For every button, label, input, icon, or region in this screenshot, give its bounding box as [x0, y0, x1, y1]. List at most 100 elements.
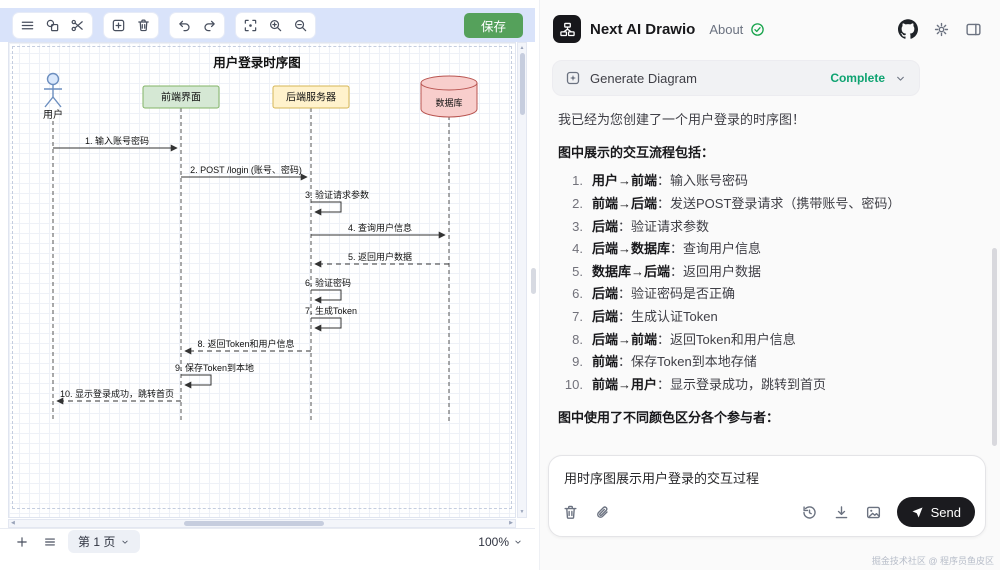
- gear-icon[interactable]: [933, 21, 950, 38]
- message-5[interactable]: 5. 返回用户数据: [315, 251, 449, 264]
- pages-list-button[interactable]: [40, 532, 60, 552]
- diagram-canvas[interactable]: 用户登录时序图用户前端界面后端服务器数据库1. 输入账号密码2. POST /l…: [8, 42, 516, 518]
- message-7[interactable]: 7. 生成Token: [305, 305, 357, 328]
- divider-handle-icon[interactable]: [531, 268, 536, 294]
- chat-scrollbar[interactable]: [992, 248, 997, 446]
- app-title: Next AI Drawio: [590, 21, 695, 38]
- message-intro: 我已经为您创建了一个用户登录的时序图！: [558, 110, 986, 130]
- page-tab-label: 第 1 页: [78, 533, 115, 550]
- panel-divider[interactable]: [529, 0, 539, 570]
- chat-panel: Next AI Drawio About Generate Diagram Co…: [539, 0, 1000, 570]
- scissors-button[interactable]: [66, 15, 89, 36]
- svg-text:1. 输入账号密码: 1. 输入账号密码: [85, 135, 149, 146]
- app-logo-icon: [553, 15, 581, 43]
- svg-text:后端服务器: 后端服务器: [286, 91, 336, 104]
- zoom-control[interactable]: 100%: [478, 535, 523, 549]
- editor-statusbar: 第 1 页 100%: [0, 528, 535, 554]
- chat-input-actions: Send: [562, 497, 975, 527]
- vertical-scroll-thumb[interactable]: [520, 53, 525, 115]
- input-right-icons-wrap: Send: [801, 497, 975, 527]
- trash-icon: [562, 504, 579, 521]
- zoom-out-button[interactable]: [289, 15, 312, 36]
- paperclip-icon: [594, 504, 611, 521]
- participant-database[interactable]: 数据库: [421, 76, 477, 117]
- input-left-icons: [562, 504, 626, 521]
- scroll-down-icon[interactable]: ▼: [518, 508, 526, 516]
- toolbar-group: [169, 12, 225, 39]
- add-shape-button[interactable]: [107, 15, 130, 36]
- about-link[interactable]: About: [709, 22, 743, 37]
- menu-button[interactable]: [16, 15, 39, 36]
- flow-steps: 1.用户→前端：输入账号密码2.前端→后端：发送POST登录请求（携带账号、密码…: [558, 171, 986, 395]
- svg-text:3. 验证请求参数: 3. 验证请求参数: [305, 189, 369, 200]
- image-icon: [865, 504, 882, 521]
- svg-text:5. 返回用户数据: 5. 返回用户数据: [348, 251, 412, 262]
- flow-step: 4.后端→数据库：查询用户信息: [558, 239, 986, 259]
- zoom-in-button[interactable]: [264, 15, 287, 36]
- svg-text:8. 返回Token和用户信息: 8. 返回Token和用户信息: [197, 338, 294, 349]
- editor-toolbar-groups: [12, 12, 316, 39]
- toolbar-group: [103, 12, 159, 39]
- send-plane-icon: [911, 506, 924, 519]
- message-3[interactable]: 3. 验证请求参数: [305, 189, 369, 212]
- horizontal-scroll-thumb[interactable]: [184, 521, 324, 526]
- message-8[interactable]: 8. 返回Token和用户信息: [185, 338, 311, 351]
- svg-text:4. 查询用户信息: 4. 查询用户信息: [348, 222, 412, 233]
- flow-step: 7.后端：生成认证Token: [558, 307, 986, 327]
- canvas-horizontal-scrollbar[interactable]: ◀ ▶: [8, 519, 516, 528]
- message-9[interactable]: 9. 保存Token到本地: [175, 362, 254, 385]
- send-button-label: Send: [931, 505, 961, 520]
- message-10[interactable]: 10. 显示登录成功，跳转首页: [57, 388, 181, 401]
- trash-button[interactable]: [132, 15, 155, 36]
- svg-text:9. 保存Token到本地: 9. 保存Token到本地: [175, 362, 254, 373]
- participant-backend[interactable]: 后端服务器: [273, 86, 349, 108]
- send-button[interactable]: Send: [897, 497, 975, 527]
- participant-frontend[interactable]: 前端界面: [143, 86, 219, 108]
- colors-heading: 图中使用了不同颜色区分各个参与者：: [558, 408, 986, 428]
- chat-header: Next AI Drawio About: [540, 0, 1000, 52]
- undo-button[interactable]: [173, 15, 196, 36]
- paperclip-button[interactable]: [594, 504, 611, 521]
- header-actions: [898, 19, 982, 39]
- tool-card-label: Generate Diagram: [590, 71, 697, 86]
- generate-diagram-card[interactable]: Generate Diagram Complete: [552, 60, 920, 96]
- input-right-icons: [801, 504, 897, 521]
- panel-toggle-icon[interactable]: [965, 21, 982, 38]
- scroll-right-icon[interactable]: ▶: [509, 520, 513, 527]
- canvas-vertical-scrollbar[interactable]: ▲ ▼: [517, 42, 527, 518]
- add-page-button[interactable]: [12, 532, 32, 552]
- watermark: 掘金技术社区 @ 程序员鱼皮区: [872, 554, 994, 567]
- toolbar-group: [235, 12, 316, 39]
- message-6[interactable]: 6. 验证密码: [305, 277, 351, 300]
- chat-input-card[interactable]: 用时序图展示用户登录的交互过程 Send: [548, 455, 986, 537]
- sequence-diagram: 用户登录时序图用户前端界面后端服务器数据库1. 输入账号密码2. POST /l…: [9, 43, 515, 517]
- flow-step: 8.后端→前端：返回Token和用户信息: [558, 330, 986, 350]
- page-tab[interactable]: 第 1 页: [68, 530, 140, 553]
- history-button[interactable]: [801, 504, 818, 521]
- fit-view-button[interactable]: [239, 15, 262, 36]
- undo-icon: [177, 18, 192, 33]
- zoom-in-icon: [268, 18, 283, 33]
- download-icon: [833, 504, 850, 521]
- svg-text:10. 显示登录成功，跳转首页: 10. 显示登录成功，跳转首页: [60, 388, 174, 399]
- chat-input[interactable]: 用时序图展示用户登录的交互过程: [549, 456, 985, 487]
- chevron-down-icon: [894, 72, 907, 85]
- shapes-button[interactable]: [41, 15, 64, 36]
- save-button[interactable]: 保存: [464, 13, 523, 38]
- message-4[interactable]: 4. 查询用户信息: [311, 222, 445, 235]
- participant-user[interactable]: 用户: [43, 74, 63, 122]
- flow-step: 10.前端→用户：显示登录成功，跳转到首页: [558, 375, 986, 395]
- redo-button[interactable]: [198, 15, 221, 36]
- download-button[interactable]: [833, 504, 850, 521]
- github-icon[interactable]: [898, 19, 918, 39]
- image-button[interactable]: [865, 504, 882, 521]
- message-2[interactable]: 2. POST /login (账号、密码): [181, 164, 307, 177]
- message-1[interactable]: 1. 输入账号密码: [53, 135, 177, 148]
- generate-icon: [565, 70, 581, 86]
- trash-icon: [136, 18, 151, 33]
- flow-step: 1.用户→前端：输入账号密码: [558, 171, 986, 191]
- scroll-up-icon[interactable]: ▲: [518, 44, 526, 52]
- trash-button[interactable]: [562, 504, 579, 521]
- scroll-left-icon[interactable]: ◀: [11, 520, 15, 527]
- svg-text:2. POST /login (账号、密码): 2. POST /login (账号、密码): [190, 164, 302, 175]
